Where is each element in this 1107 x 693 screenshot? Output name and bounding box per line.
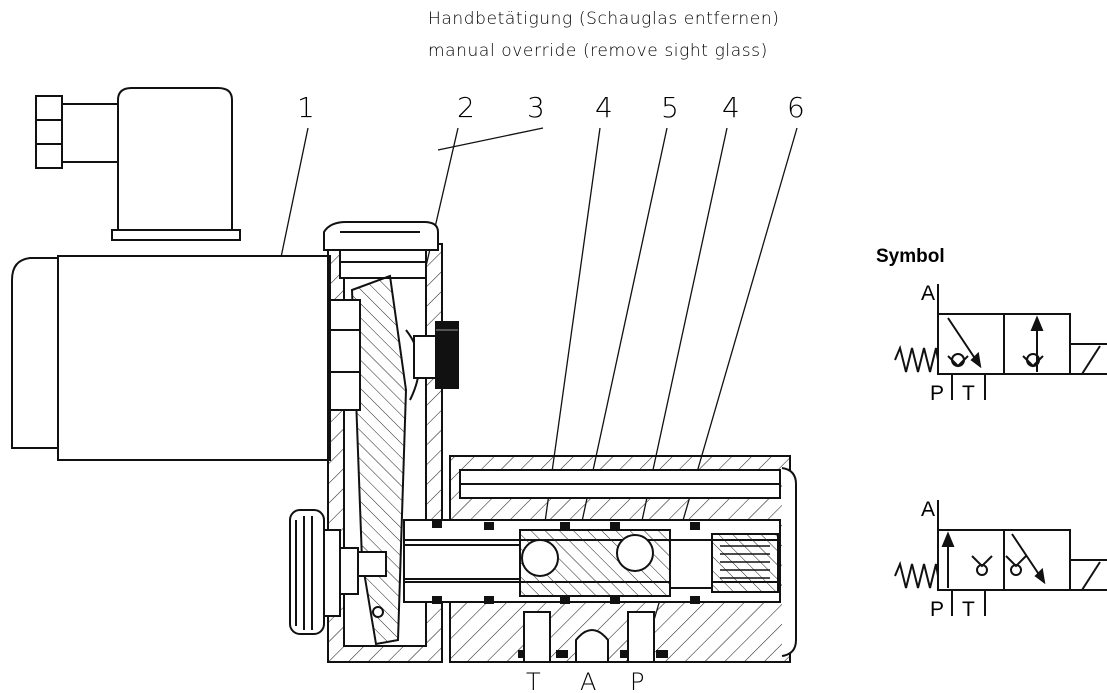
ball-right bbox=[616, 534, 654, 572]
symbol-top-t: T bbox=[962, 382, 975, 405]
symbol-top-p: P bbox=[930, 382, 944, 405]
callout-4a: 4 bbox=[595, 91, 613, 124]
ball-left bbox=[521, 539, 559, 577]
symbol-bottom-t: T bbox=[962, 598, 975, 621]
callout-2: 2 bbox=[457, 91, 475, 124]
port-openings bbox=[523, 611, 655, 663]
annotation-line-de: Handbetätigung (Schauglas entfernen) bbox=[428, 9, 779, 29]
symbol-top bbox=[894, 284, 1107, 400]
symbol-top-a: A bbox=[921, 282, 935, 305]
annotation-line-en: manual override (remove sight glass) bbox=[428, 41, 768, 61]
callout-5: 5 bbox=[661, 91, 679, 124]
symbol-bottom-p: P bbox=[930, 598, 944, 621]
bottom-knob bbox=[289, 509, 387, 635]
callout-6: 6 bbox=[787, 91, 805, 124]
callout-4b: 4 bbox=[722, 91, 740, 124]
port-label-a: A bbox=[580, 668, 596, 693]
symbol-bottom bbox=[894, 500, 1107, 616]
callout-3: 3 bbox=[527, 91, 545, 124]
callout-1: 1 bbox=[297, 91, 315, 124]
armature-block bbox=[329, 299, 361, 411]
solenoid-coil bbox=[11, 255, 331, 461]
symbol-title: Symbol bbox=[876, 246, 945, 267]
port-label-p: P bbox=[630, 668, 644, 693]
symbol-bottom-a: A bbox=[921, 498, 935, 521]
connector-plug bbox=[35, 87, 241, 241]
manual-override-knob bbox=[413, 321, 459, 389]
port-label-t: T bbox=[526, 668, 541, 693]
